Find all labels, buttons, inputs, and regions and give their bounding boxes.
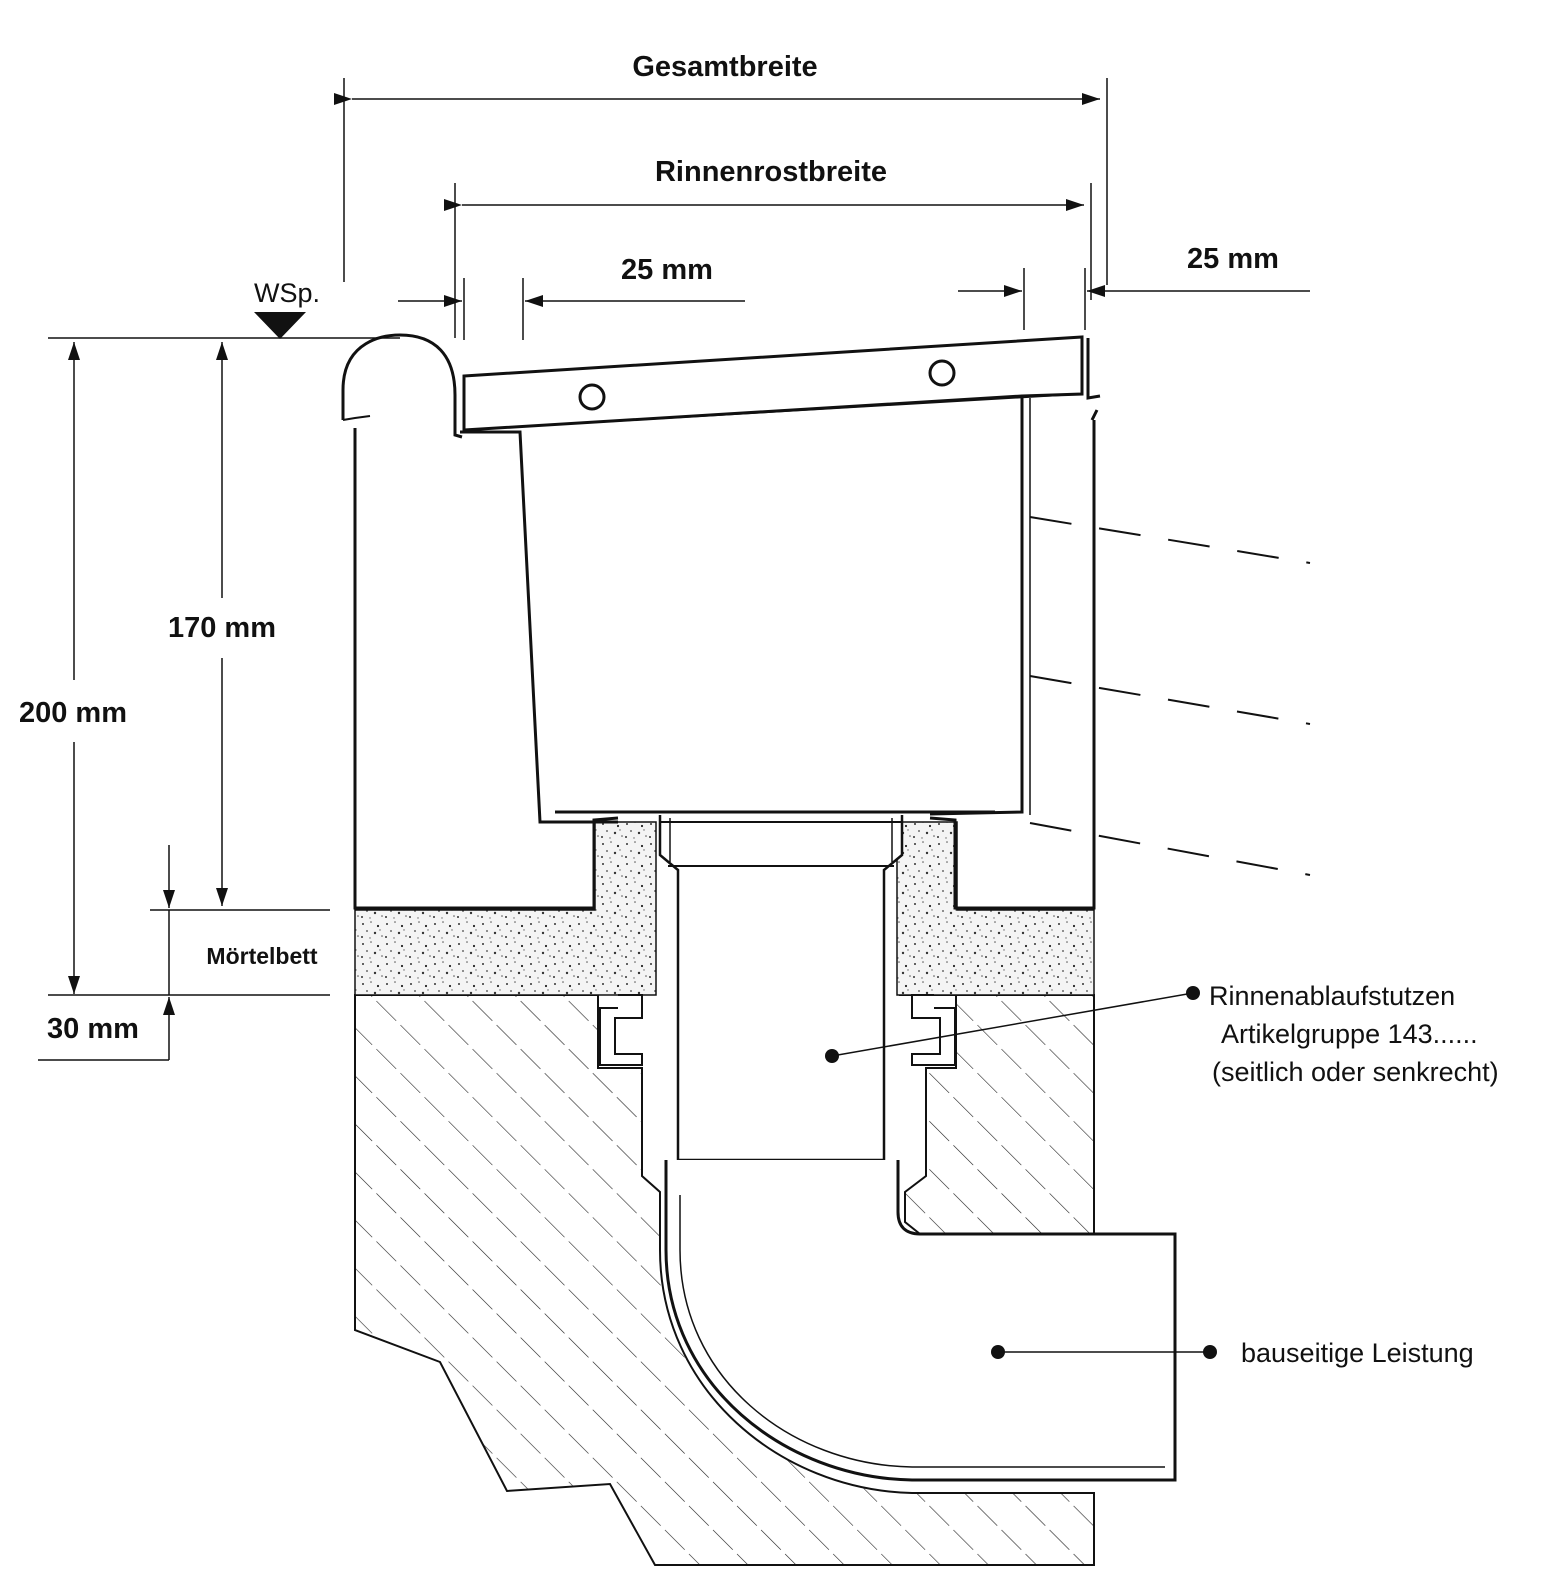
- channel-body-left: [353, 428, 619, 910]
- outlet-label-line1: Rinnenablaufstutzen: [1209, 981, 1455, 1011]
- channel-body-inner-left: [460, 430, 618, 824]
- dim-25-right-label: 25 mm: [1187, 243, 1279, 275]
- outlet-label-line3: (seitlich oder senkrecht): [1212, 1057, 1499, 1087]
- slope-dash-lines: [1029, 516, 1311, 876]
- channel-edge-profile: [341, 333, 463, 439]
- grate-inner-line: [463, 393, 1083, 431]
- grate-bolt-right: [928, 359, 956, 387]
- pipe-bend: [664, 1160, 1177, 1482]
- mortar-thickness-label: 30 mm: [47, 1013, 139, 1045]
- sleeve-right: [911, 994, 956, 1066]
- outlet-leader-line: [831, 992, 1194, 1057]
- mortar-bed-label: Mörtelbett: [206, 943, 318, 969]
- dim-25-left-label: 25 mm: [621, 254, 713, 286]
- mortar-bed-right: [896, 821, 1095, 996]
- dim-grate-width-label: Rinnenrostbreite: [655, 156, 887, 188]
- mortar-bed-left: [354, 821, 657, 996]
- sleeve-left: [599, 994, 643, 1066]
- channel-body-inner-right: [929, 398, 1024, 816]
- concrete-foundation: [354, 994, 1095, 1566]
- grate-bolt-left: [578, 383, 606, 411]
- edge-profile-lip: [342, 415, 371, 421]
- concrete-foundation-right: [899, 994, 1095, 1235]
- dim-170-label: 170 mm: [168, 612, 276, 644]
- water-level-triangle-icon: [254, 312, 306, 339]
- outlet-leader-dot-end: [1186, 986, 1200, 1000]
- right-edge-lip: [1086, 338, 1101, 421]
- grate: [462, 335, 1084, 432]
- water-level-label: WSp.: [254, 278, 320, 308]
- onsite-label: bauseitige Leistung: [1241, 1338, 1474, 1368]
- pipe-bend-inner: [679, 1195, 1165, 1468]
- onsite-leader-dot-end: [1203, 1345, 1217, 1359]
- channel-body-right: [929, 420, 1096, 910]
- dim-total-width-label: Gesamtbreite: [632, 51, 817, 83]
- outlet-label-line2: Artikelgruppe 143......: [1221, 1019, 1478, 1049]
- dim-200-label: 200 mm: [19, 697, 127, 729]
